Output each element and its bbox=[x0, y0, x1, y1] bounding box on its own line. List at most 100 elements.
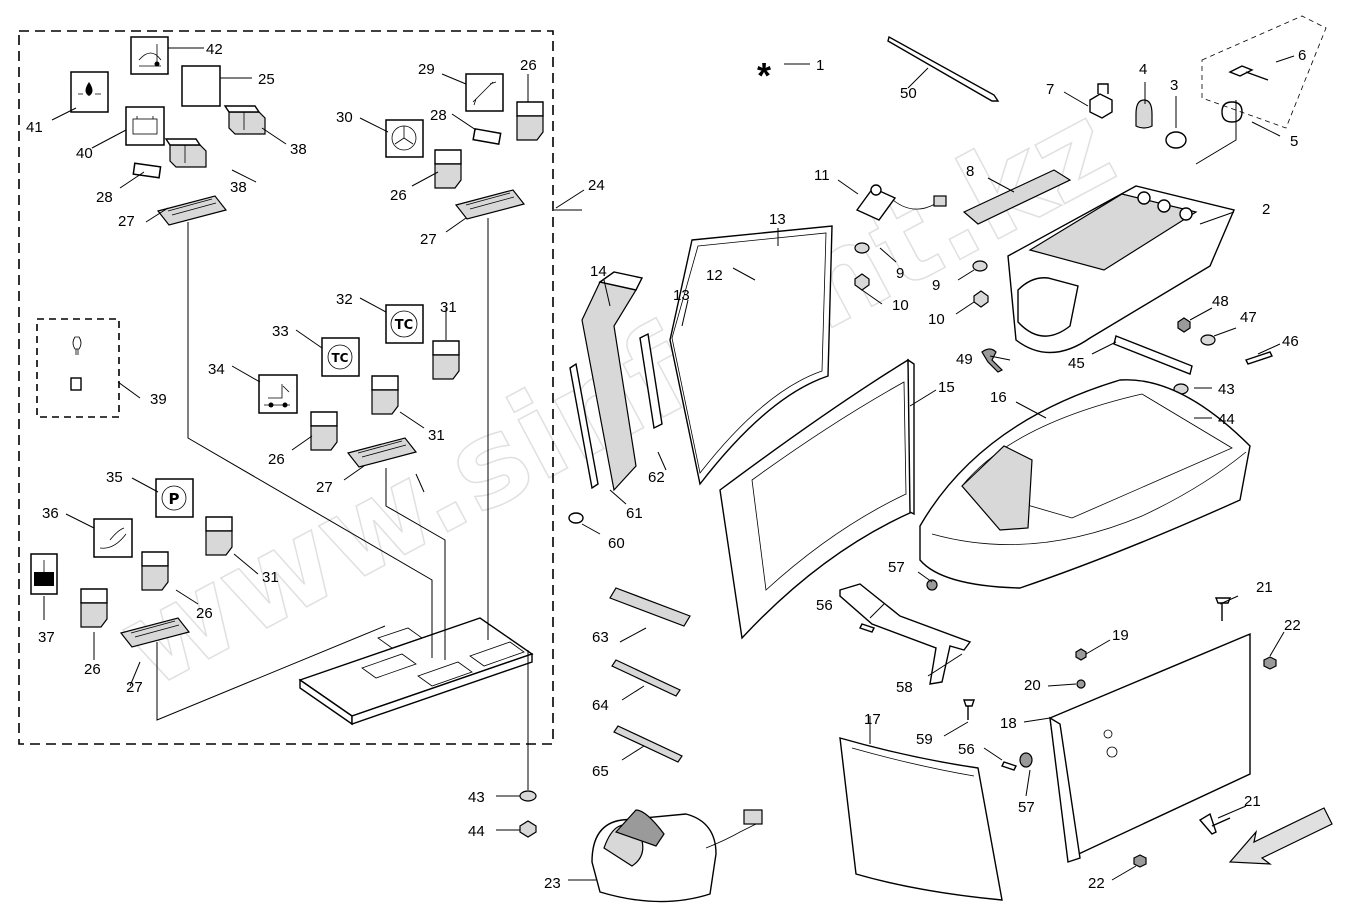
callout-44a: 44 bbox=[468, 823, 485, 840]
callout-31b: 31 bbox=[428, 427, 445, 444]
bolt bbox=[1245, 351, 1273, 365]
callout-40: 40 bbox=[76, 145, 93, 162]
callout-23: 23 bbox=[544, 875, 561, 892]
callout-26c: 26 bbox=[268, 451, 285, 468]
callout-6: 6 bbox=[1298, 47, 1306, 64]
callout-1: 1 bbox=[816, 57, 824, 74]
seal-strip bbox=[613, 725, 683, 763]
callout-48: 48 bbox=[1212, 293, 1229, 310]
implement-icon bbox=[30, 553, 58, 595]
bolt bbox=[1075, 648, 1087, 661]
svg-text:TC: TC bbox=[332, 351, 349, 365]
callout-37: 37 bbox=[38, 629, 55, 646]
callout-27c: 27 bbox=[316, 479, 333, 496]
ignition-key bbox=[1228, 65, 1269, 81]
washer bbox=[519, 790, 537, 802]
dashboard-frame bbox=[719, 358, 915, 640]
callout-27b: 27 bbox=[420, 231, 437, 248]
seal-strip bbox=[611, 659, 681, 697]
callout-38a: 38 bbox=[290, 141, 307, 158]
rocker-switch bbox=[371, 375, 399, 415]
nut bbox=[1177, 317, 1191, 333]
triple-switch-plate bbox=[454, 189, 526, 220]
traction-control-round-icon: TC bbox=[385, 304, 424, 344]
screw bbox=[859, 623, 875, 633]
rocker-switch bbox=[432, 340, 460, 380]
small-label bbox=[132, 162, 162, 179]
screw bbox=[1001, 761, 1017, 771]
callout-63: 63 bbox=[592, 629, 609, 646]
switch-panel-group-box bbox=[18, 30, 554, 745]
callout-19: 19 bbox=[1112, 627, 1129, 644]
callout-26a: 26 bbox=[520, 57, 537, 74]
callout-62: 62 bbox=[648, 469, 665, 486]
callout-9a: 9 bbox=[896, 265, 904, 282]
callout-28a: 28 bbox=[96, 189, 113, 206]
callout-43a: 43 bbox=[468, 789, 485, 806]
callout-33: 33 bbox=[272, 323, 289, 340]
callout-57a: 57 bbox=[888, 559, 905, 576]
callout-24: 24 bbox=[588, 177, 605, 194]
side-cover bbox=[839, 737, 1003, 901]
loader-icon bbox=[258, 374, 298, 414]
callout-26b: 26 bbox=[390, 187, 407, 204]
callout-29: 29 bbox=[418, 61, 435, 78]
cigarette-lighter bbox=[1089, 83, 1113, 119]
switch-cover-plate bbox=[962, 169, 1072, 225]
callout-15: 15 bbox=[938, 379, 955, 396]
trim-strip bbox=[639, 332, 663, 430]
rocker-switch bbox=[310, 411, 338, 451]
callout-13b: 13 bbox=[673, 287, 690, 304]
wrench-icon bbox=[465, 73, 504, 112]
callout-34: 34 bbox=[208, 361, 225, 378]
support-pillar bbox=[581, 271, 644, 492]
mounting-bracket bbox=[839, 583, 972, 685]
callout-26e: 26 bbox=[84, 661, 101, 678]
trim-strip bbox=[569, 362, 599, 490]
callout-25: 25 bbox=[258, 71, 275, 88]
triple-switch-plate bbox=[346, 437, 418, 468]
console-housing bbox=[919, 379, 1251, 589]
svg-text:TC: TC bbox=[395, 318, 413, 333]
callout-50: 50 bbox=[900, 85, 917, 102]
callout-14: 14 bbox=[590, 263, 607, 280]
callout-57b: 57 bbox=[1018, 799, 1035, 816]
washer bbox=[1200, 334, 1216, 346]
callout-2: 2 bbox=[1262, 201, 1270, 218]
callout-3: 3 bbox=[1170, 77, 1178, 94]
callout-46: 46 bbox=[1282, 333, 1299, 350]
callout-38b: 38 bbox=[230, 179, 247, 196]
bolt bbox=[963, 699, 975, 720]
key-set-bracket bbox=[1201, 15, 1327, 129]
callout-10b: 10 bbox=[928, 311, 945, 328]
washer bbox=[1076, 679, 1086, 689]
parking-brake-icon: P bbox=[155, 478, 194, 518]
callout-27d: 27 bbox=[126, 679, 143, 696]
callout-32: 32 bbox=[336, 291, 353, 308]
callout-31a: 31 bbox=[440, 299, 457, 316]
callout-12: 12 bbox=[706, 267, 723, 284]
rocker-switch bbox=[205, 516, 233, 556]
rocker-switch bbox=[80, 588, 108, 628]
callout-58: 58 bbox=[896, 679, 913, 696]
callout-21a: 21 bbox=[1256, 579, 1273, 596]
callout-31c: 31 bbox=[262, 569, 279, 586]
callout-10a: 10 bbox=[892, 297, 909, 314]
callout-42: 42 bbox=[206, 41, 223, 58]
hand-throttle-icon bbox=[93, 518, 133, 558]
callout-numbers: 1 2 3 4 5 6 7 8 9 9 10 10 11 12 13 13 14… bbox=[26, 41, 1306, 892]
callout-56b: 56 bbox=[958, 741, 975, 758]
traction-control-square-icon: TC bbox=[321, 337, 360, 377]
knob bbox=[1135, 99, 1153, 129]
callout-49: 49 bbox=[956, 351, 973, 368]
screw bbox=[1214, 597, 1232, 621]
callout-8: 8 bbox=[966, 163, 974, 180]
callout-7: 7 bbox=[1046, 81, 1054, 98]
triple-switch-plate bbox=[156, 195, 228, 226]
callout-61: 61 bbox=[626, 505, 643, 522]
double-rocker-switch bbox=[223, 105, 266, 135]
callout-26d: 26 bbox=[196, 605, 213, 622]
windshield-panel bbox=[669, 225, 833, 486]
callout-11: 11 bbox=[814, 167, 830, 184]
leader-lines bbox=[43, 47, 1295, 881]
